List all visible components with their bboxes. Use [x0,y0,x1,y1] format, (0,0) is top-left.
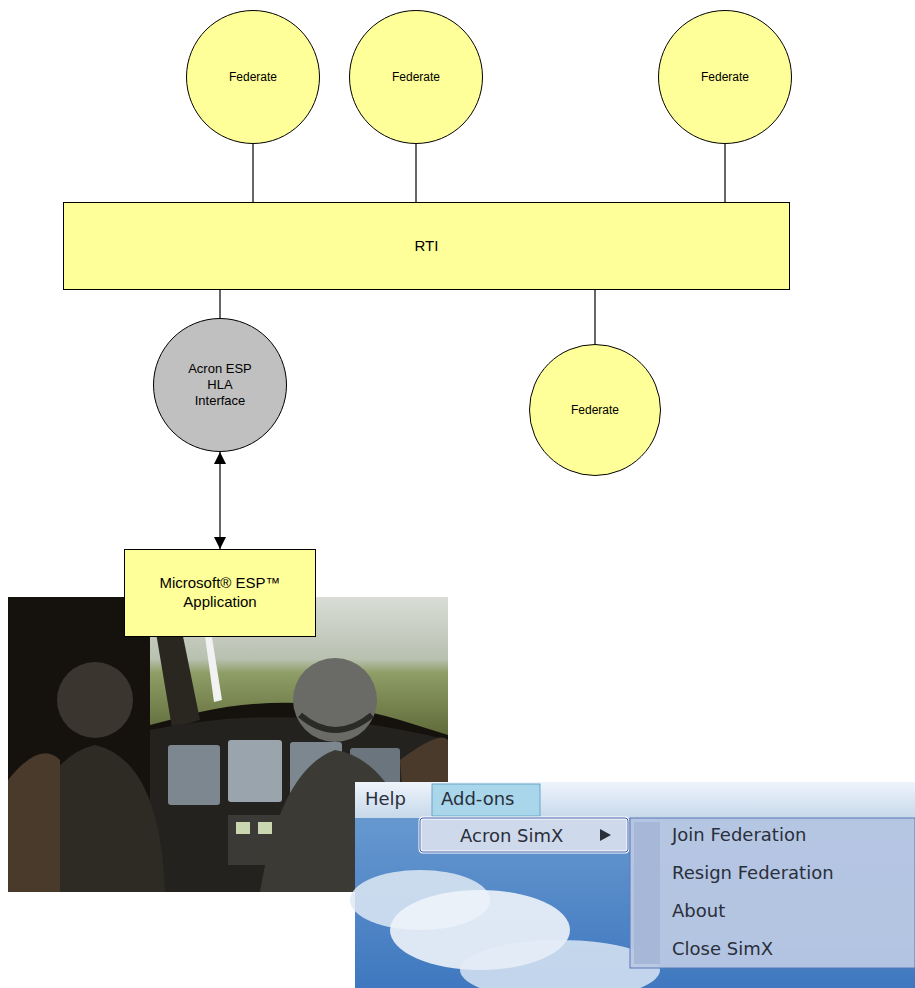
submenu-stripe [634,822,660,964]
menu-item-label: Acron SimX [460,825,563,846]
node-label: Federate [392,70,440,85]
menu-item-label: Resign Federation [672,862,834,883]
circle-outline [659,11,792,144]
process-box: Microsoft® ESP™ Application [124,549,316,637]
menu-item-label: Help [365,788,406,809]
federate-circle: Federate [529,344,661,476]
connector-line [252,144,253,202]
display-screen [168,745,220,805]
node-label-group: RTI [415,237,439,256]
node-label: Federate [701,70,749,85]
menu-item-label: Close SimX [672,938,773,959]
circle-outline [350,11,483,144]
console-key [258,822,272,834]
circle-outline [187,11,320,144]
circle-outline [154,319,287,452]
connector-line [219,452,220,549]
connector-line [415,144,416,202]
menu-screenshot [350,782,915,988]
node-label: Microsoft® ESP™ Application [135,574,305,612]
submenu-item [420,818,628,852]
federate-circle: Federate [186,10,320,144]
console-key [236,822,250,834]
node-label: Acron ESP HLA Interface [181,361,259,410]
menu-item-label: Join Federation [672,824,806,845]
node-label: Federate [571,403,619,418]
federate-circle: Federate [658,10,792,144]
node-label: RTI [415,237,439,256]
display-screen [228,740,282,802]
node-label-group: Federate [701,70,749,85]
node-label-group: Federate [229,70,277,85]
submenu-arrow [600,829,611,841]
submenu-panel [630,818,915,968]
connector-line [724,144,725,202]
node-label-group: Federate [392,70,440,85]
connector-line [219,290,220,318]
menu-item-label: Add-ons [441,788,514,809]
pilot-helmet [293,658,377,742]
submenu-border [420,818,628,852]
seat [8,753,60,892]
circle-outline [530,345,661,476]
menu-item-label: About [672,900,725,921]
menu-bar [355,782,915,818]
visor [300,715,372,730]
node-label-group: Federate [571,403,619,418]
node-label-group: Acron ESP HLA Interface [181,361,259,410]
node-label-group: Microsoft® ESP™ Application [135,574,305,612]
pilot-head [57,662,133,738]
federate-circle: Federate [349,10,483,144]
node-label: Federate [229,70,277,85]
process-box: RTI [63,202,790,290]
menu-highlight [432,784,540,816]
connector-line [594,290,595,344]
federate-circle: Acron ESP HLA Interface [153,318,287,452]
submenu-panel-border [630,818,915,968]
